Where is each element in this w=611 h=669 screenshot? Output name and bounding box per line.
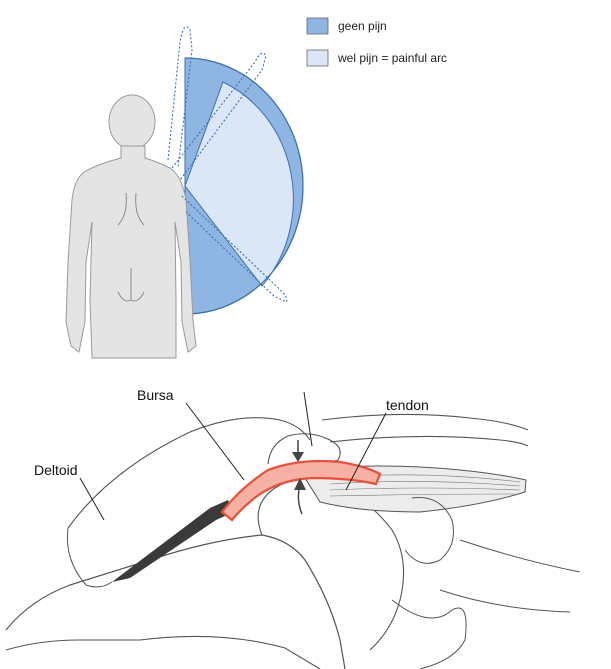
arm-120-degrees xyxy=(171,52,267,181)
legend: geen pijn wel pijn = painful arc xyxy=(306,17,447,67)
label-bursa: Bursa xyxy=(137,387,174,403)
label-deltoid: Deltoid xyxy=(34,462,78,478)
arrow-down-head xyxy=(292,452,304,462)
legend-label-no-pain: geen pijn xyxy=(338,19,387,33)
impingement-arrows xyxy=(292,440,306,515)
arc-outline xyxy=(184,57,304,315)
arm-overhead xyxy=(167,26,193,169)
shoulder-anatomy: Bursa tendon Deltoid xyxy=(5,387,581,669)
arm-positions xyxy=(167,26,288,303)
leader-bursa xyxy=(185,402,245,481)
painful-arc-figure: geen pijn wel pijn = painful arc xyxy=(65,17,447,359)
scapula-lower xyxy=(439,539,581,613)
arrow-up-head xyxy=(294,478,306,490)
leader-tendon xyxy=(345,412,387,491)
human-figure xyxy=(65,94,197,359)
clavicle xyxy=(321,413,529,447)
painful-arc-sector xyxy=(184,81,294,287)
leader-deltoid xyxy=(79,477,105,521)
shoulder-lower-outline xyxy=(5,635,321,669)
leader-pointer xyxy=(303,391,313,447)
legend-label-painful-arc: wel pijn = painful arc xyxy=(337,51,447,65)
legend-swatch-no-pain xyxy=(306,17,329,35)
humerus-outline xyxy=(5,534,346,669)
subacromial-bursa xyxy=(220,459,382,522)
glenoid xyxy=(404,496,454,564)
arm-60-degrees xyxy=(181,195,288,303)
deltoid-inner-edge xyxy=(66,527,113,588)
torso xyxy=(65,145,197,359)
label-tendon: tendon xyxy=(386,397,429,413)
legend-swatch-painful-arc xyxy=(306,49,329,67)
deltoid-shadow xyxy=(112,500,234,582)
deltoid-muscle xyxy=(67,417,311,529)
back-details xyxy=(117,192,145,302)
head xyxy=(108,94,156,150)
coracoid xyxy=(391,599,467,669)
leader-lines xyxy=(79,391,387,521)
acromion xyxy=(267,433,341,466)
